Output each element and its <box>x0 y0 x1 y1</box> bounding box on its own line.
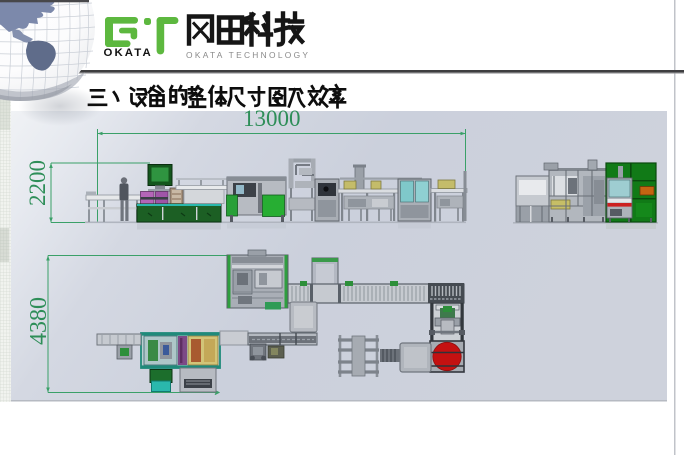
svg-text:OKATA TECHNOLOGY: OKATA TECHNOLOGY <box>186 50 310 60</box>
svg-text:OKATA: OKATA <box>104 47 153 59</box>
svg-text:2200: 2200 <box>25 160 50 206</box>
svg-text:13000: 13000 <box>243 106 301 131</box>
svg-text:4380: 4380 <box>26 297 52 345</box>
